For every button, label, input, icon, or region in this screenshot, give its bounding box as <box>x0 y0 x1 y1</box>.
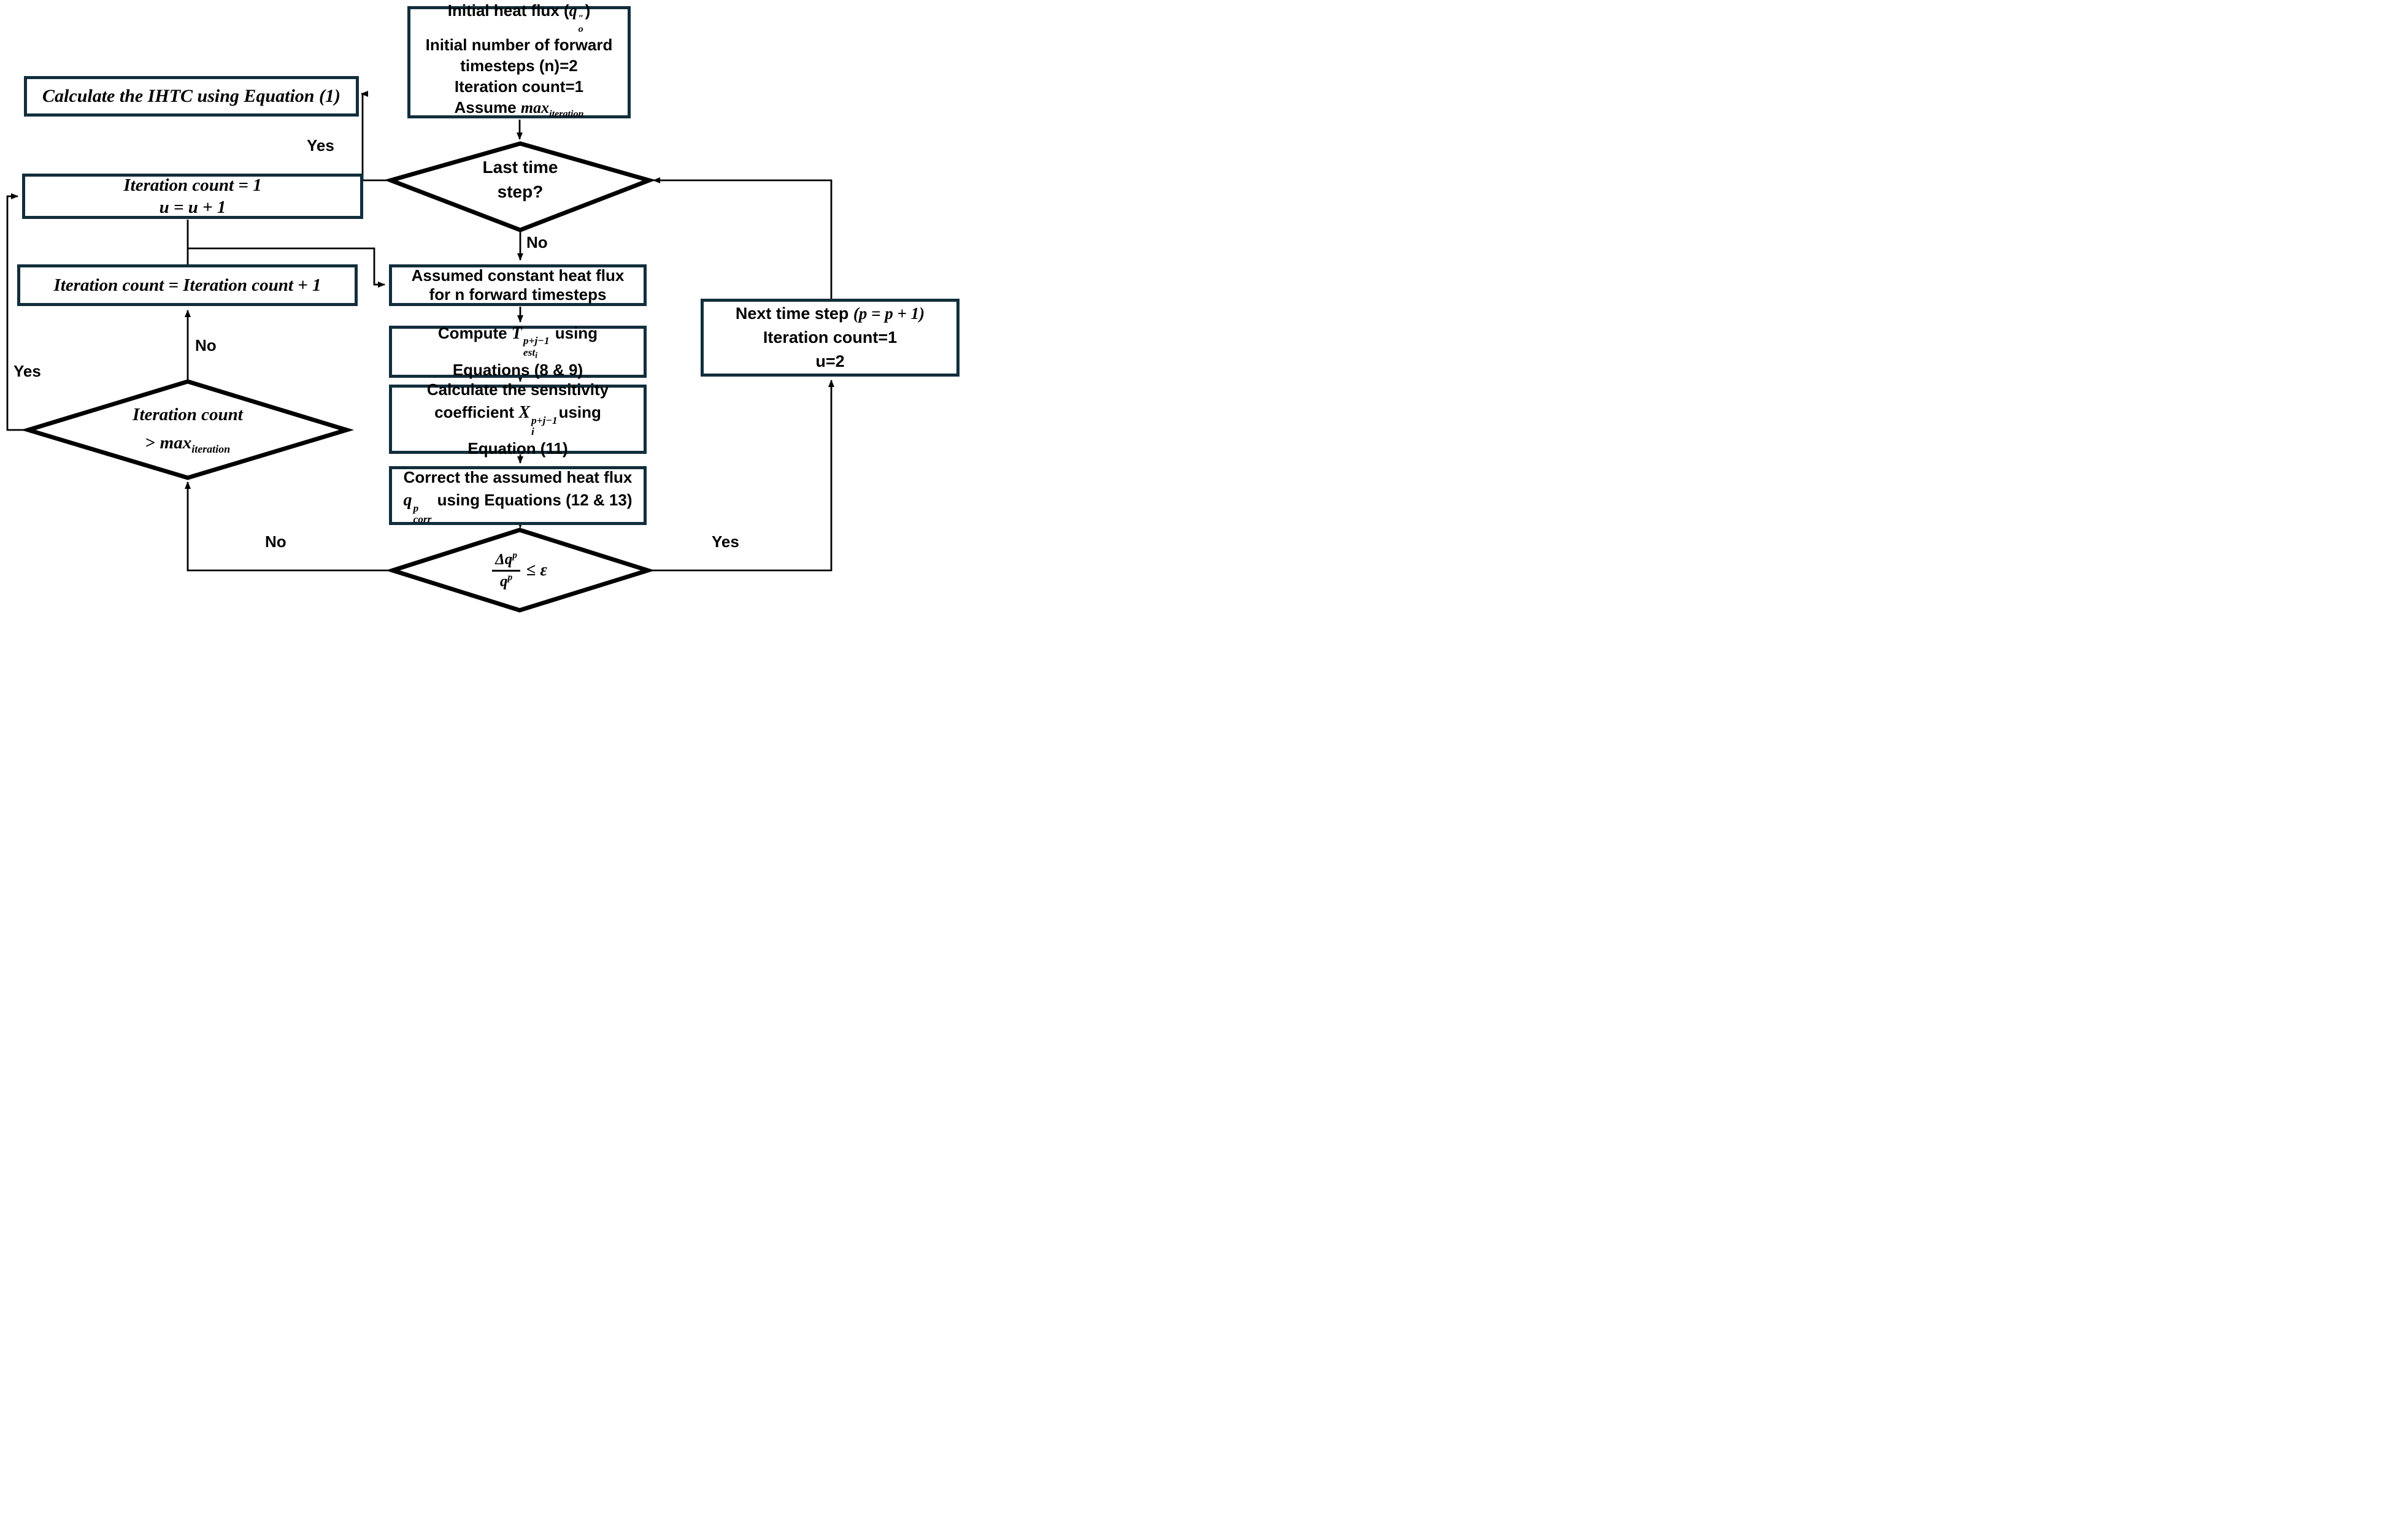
last-time-step-diamond <box>383 141 656 232</box>
max-iteration-label: Iteration count > maxiteration <box>133 405 243 456</box>
start-line5: Assume maxiteration <box>454 98 584 120</box>
iteration-reset-line2: u = u + 1 <box>159 197 226 217</box>
edge-convergence-yes-to-next <box>648 380 834 572</box>
edge-label-yes-bottom: Yes <box>712 532 739 551</box>
compute-line2: Equations (8 & 9) <box>452 361 583 380</box>
edge-label-no-mid: No <box>195 336 217 355</box>
start-line1: Initial heat flux (q″o) <box>447 1 591 34</box>
iteration-reset-line1: Iteration count = 1 <box>123 175 262 195</box>
edge-label-no-bottom: No <box>265 532 287 551</box>
convergence-fraction: Δqp qp <box>492 551 521 589</box>
last-time-step-label: Last time step? <box>482 158 558 201</box>
start-line2: Initial number of forward <box>425 35 613 54</box>
calculate-ihtc-box: Calculate the IHTC using Equation (1) <box>24 76 359 117</box>
correct-line1: Correct the assumed heat flux <box>403 468 633 487</box>
iteration-reset-box: Iteration count = 1 u = u + 1 <box>22 174 363 219</box>
ihtc-text: Calculate the IHTC using Equation (1) <box>42 86 340 106</box>
sensitivity-line1: Calculate the sensitivity <box>426 380 609 399</box>
edge-next-to-last-step <box>653 177 833 299</box>
flowchart: Initial heat flux (q″o) Initial number o… <box>0 0 963 613</box>
assumed-line1: Assumed constant heat flux <box>411 266 625 285</box>
next-line1: Next time step (p = p + 1) <box>735 304 925 323</box>
edge-label-yes-left: Yes <box>13 362 41 380</box>
assumed-line2: for n forward timesteps <box>429 285 607 304</box>
next-time-step-box: Next time step (p = p + 1) Iteration cou… <box>701 299 960 377</box>
edge-convergence-no-to-maxiter <box>185 481 393 572</box>
iteration-increment-text: Iteration count = Iteration count + 1 <box>53 275 321 295</box>
start-line4: Iteration count=1 <box>454 77 584 96</box>
assumed-heat-flux-box: Assumed constant heat flux for n forward… <box>389 264 647 306</box>
start-line3: timesteps (n)=2 <box>460 56 578 75</box>
edge-merge-to-assumed <box>188 247 385 288</box>
iteration-increment-box: Iteration count = Iteration count + 1 <box>17 264 358 306</box>
max-iteration-diamond <box>20 379 355 480</box>
edge-label-yes-top: Yes <box>307 136 334 155</box>
sensitivity-line3: Equation (11) <box>467 439 568 458</box>
next-line2: Iteration count=1 <box>763 328 898 347</box>
edge-last-step-yes-to-ihtc <box>361 91 391 182</box>
next-line3: u=2 <box>815 352 845 370</box>
edge-maxiter-yes-to-reset <box>6 193 28 431</box>
edge-label-no-top: No <box>526 233 548 251</box>
start-box: Initial heat flux (q″o) Initial number o… <box>407 1 631 119</box>
convergence-label: Δqp qp ≤ ε <box>464 539 575 602</box>
